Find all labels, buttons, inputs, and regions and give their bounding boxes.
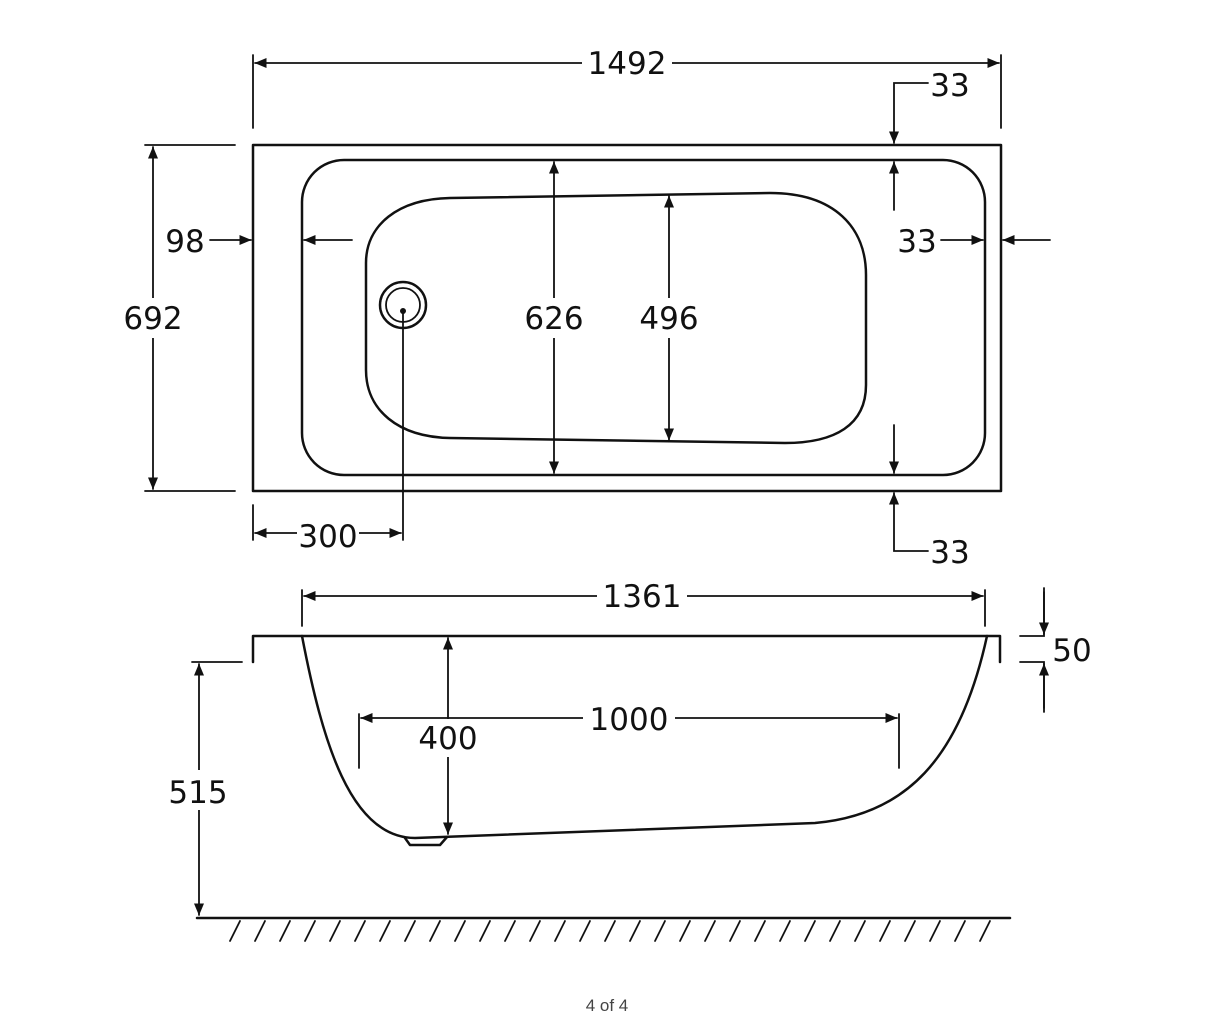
dim-rim-bottom: 33 (889, 424, 970, 571)
side-elevation (251, 634, 1002, 847)
dim-rim-thickness: 50 (1019, 587, 1092, 713)
label-floor-length: 1000 (590, 702, 669, 738)
tub-side-rim (251, 634, 1002, 664)
label-waste-offset: 300 (298, 519, 357, 555)
page-indicator: 4 of 4 (585, 996, 629, 1015)
hatch-mark (404, 920, 416, 942)
hatch-mark (529, 920, 541, 942)
hatch-mark (779, 920, 791, 942)
label-rim-right: 33 (897, 224, 936, 260)
hatch-mark (354, 920, 366, 942)
hatch-mark (254, 920, 266, 942)
dim-overall-length: 1492 (252, 44, 1002, 129)
label-top-length: 1361 (603, 579, 682, 615)
hatch-mark (829, 920, 841, 942)
label-inner-width: 626 (524, 301, 583, 337)
ground-hatch (229, 920, 991, 942)
dim-floor-width: 496 (635, 195, 703, 441)
hatch-mark (879, 920, 891, 942)
dim-inner-width: 626 (520, 161, 588, 474)
hatch-mark (504, 920, 516, 942)
hatch-mark (604, 920, 616, 942)
hatch-mark (554, 920, 566, 942)
label-rim-top: 33 (930, 68, 969, 104)
tub-inner-basin (300, 158, 987, 477)
hatch-mark (754, 920, 766, 942)
hatch-mark (904, 920, 916, 942)
ground-line (195, 916, 1012, 942)
plan-view (251, 143, 1003, 493)
label-overall-length: 1492 (588, 46, 667, 82)
dim-waste-offset: 300 (252, 310, 404, 555)
hatch-mark (729, 920, 741, 942)
label-rim-thickness: 50 (1052, 633, 1091, 669)
tub-floor-outline (364, 191, 868, 445)
hatch-mark (579, 920, 591, 942)
dim-top-length: 1361 (301, 578, 986, 627)
hatch-mark (979, 920, 991, 942)
dim-height: 515 (164, 661, 243, 916)
dim-floor-length: 1000 (358, 700, 900, 769)
hatch-mark (654, 920, 666, 942)
bathtub-technical-drawing: 1492 692 98 33 33 33 626 (118, 44, 1092, 942)
dim-depth: 400 (415, 637, 481, 835)
label-height: 515 (168, 775, 227, 811)
label-overall-width: 692 (123, 301, 182, 337)
hatch-mark (954, 920, 966, 942)
hatch-mark (429, 920, 441, 942)
hatch-mark (379, 920, 391, 942)
hatch-mark (304, 920, 316, 942)
hatch-mark (629, 920, 641, 942)
label-rim-left: 98 (165, 224, 204, 260)
label-depth: 400 (418, 721, 477, 757)
hatch-mark (929, 920, 941, 942)
hatch-mark (804, 920, 816, 942)
hatch-mark (454, 920, 466, 942)
hatch-mark (854, 920, 866, 942)
hatch-mark (329, 920, 341, 942)
hatch-mark (229, 920, 241, 942)
hatch-mark (704, 920, 716, 942)
hatch-mark (479, 920, 491, 942)
dim-rim-right: 33 (897, 224, 1051, 260)
tub-outer-rim (251, 143, 1003, 493)
hatch-mark (679, 920, 691, 942)
dim-overall-width: 692 (118, 144, 236, 492)
tub-side-body (300, 634, 989, 840)
hatch-mark (279, 920, 291, 942)
dim-rim-left: 98 (165, 224, 353, 260)
tub-waste-foot (403, 835, 449, 847)
label-rim-bottom: 33 (930, 535, 969, 571)
dim-rim-top: 33 (889, 68, 970, 211)
label-floor-width: 496 (639, 301, 698, 337)
